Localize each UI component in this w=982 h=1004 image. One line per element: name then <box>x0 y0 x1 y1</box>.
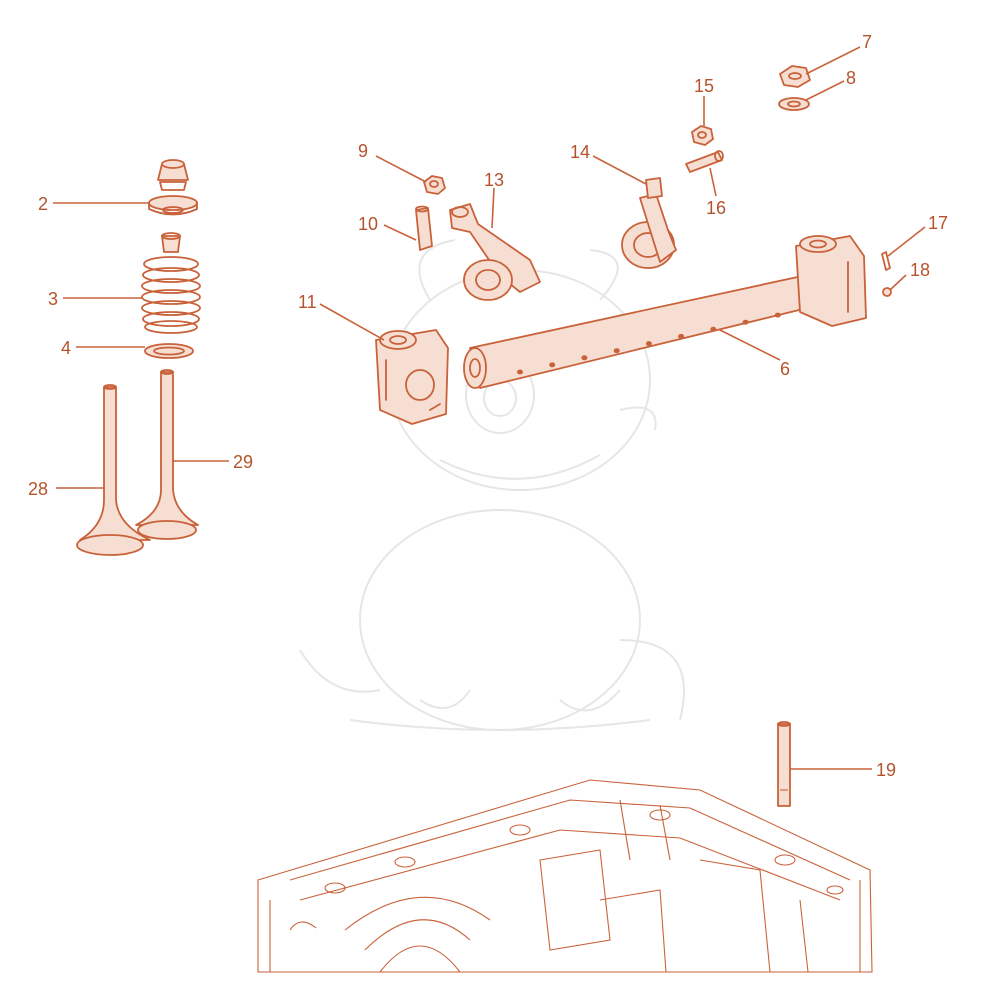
part-29-valve <box>135 369 199 540</box>
callout-17: 17 <box>928 213 948 233</box>
callout-15: 15 <box>694 76 714 96</box>
callout-3: 3 <box>48 289 58 309</box>
callout-8: 8 <box>846 68 856 88</box>
callout-14: 14 <box>570 142 590 162</box>
leader-6 <box>719 329 781 361</box>
leader-11 <box>319 303 385 341</box>
shaft-oil-hole <box>645 341 652 347</box>
part-10-adjusting-screw <box>415 205 433 251</box>
part-28-valve <box>76 384 151 556</box>
shaft-oil-hole <box>774 312 781 318</box>
callout-2: 2 <box>38 194 48 214</box>
callout-28: 28 <box>28 479 48 499</box>
part-2-valve-retainer <box>148 159 198 216</box>
part-11-shaft-support <box>375 329 449 425</box>
leader-7 <box>805 46 861 75</box>
callout-10: 10 <box>358 214 378 234</box>
rear-shaft-support <box>795 235 867 327</box>
leader-13 <box>491 187 495 229</box>
part-19-push-rod <box>777 721 791 807</box>
callout-9: 9 <box>358 141 368 161</box>
shaft-oil-hole <box>517 369 523 375</box>
callout-16: 16 <box>706 198 726 218</box>
part-6-rocker-shaft <box>463 269 841 389</box>
shaft-oil-hole <box>613 348 620 354</box>
callout-29: 29 <box>233 452 253 472</box>
leader-17 <box>887 226 926 257</box>
leader-14 <box>592 155 647 185</box>
leader-18 <box>889 274 907 291</box>
dragon-mascot-icon <box>299 239 685 731</box>
cylinder-head <box>257 779 873 973</box>
part-8-washer <box>778 97 810 111</box>
shaft-oil-hole <box>581 355 588 361</box>
part-16-screw <box>685 150 724 173</box>
callout-18: 18 <box>910 260 930 280</box>
part-3-valve-spring <box>141 232 201 334</box>
part-15-nut <box>691 125 714 146</box>
shaft-oil-hole <box>678 333 685 339</box>
callout-11: 11 <box>298 292 317 312</box>
part-4-spring-washer <box>144 343 194 359</box>
callout-6: 6 <box>780 359 790 379</box>
leader-10 <box>383 224 417 241</box>
callout-7: 7 <box>862 32 872 52</box>
part-13-rocker-arm <box>449 203 541 301</box>
leader-lines <box>53 46 926 770</box>
callout-labels: 2 3 4 6 7 8 9 10 11 13 14 15 16 17 18 19… <box>28 32 948 780</box>
part-7-nut <box>779 65 811 88</box>
part-14-rocker-arm <box>621 177 677 269</box>
leader-9 <box>375 155 427 183</box>
part-18-plug <box>882 287 892 297</box>
shaft-oil-hole <box>710 326 717 332</box>
callout-19: 19 <box>876 760 896 780</box>
part-9-nut <box>423 175 446 195</box>
callout-4: 4 <box>61 338 71 358</box>
shaft-oil-hole <box>549 362 556 368</box>
leader-16 <box>709 167 717 197</box>
shaft-oil-hole <box>742 319 749 325</box>
part-17-clip <box>881 251 891 271</box>
callout-13: 13 <box>484 170 504 190</box>
leader-8 <box>805 80 845 101</box>
